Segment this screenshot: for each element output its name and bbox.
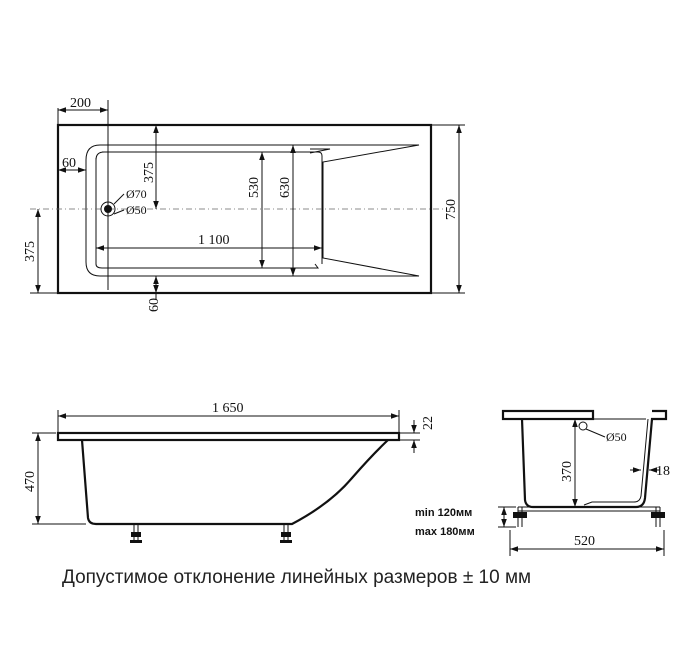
- dim-1650: 1 650: [212, 401, 244, 416]
- dim-60-bottom: 60: [147, 298, 162, 312]
- dim-520: 520: [574, 534, 595, 549]
- end-view: Ø50 370 18 min 120мм max 180мм 520: [415, 409, 670, 556]
- leg-height-max: max 180мм: [415, 526, 475, 538]
- dim-370: 370: [560, 461, 575, 482]
- top-view: 200 60 375 Ø70 Ø50 530 630 1 100 750 375…: [23, 96, 465, 312]
- top-view-basin-edge: [95, 151, 323, 264]
- dim-18: 18: [656, 464, 670, 479]
- end-view-frame: [513, 506, 665, 527]
- leg-height-min: min 120мм: [415, 507, 472, 519]
- dim-375-outer: 375: [23, 241, 38, 262]
- top-view-basin-outer: [85, 144, 420, 277]
- side-view-rim: [56, 431, 401, 442]
- dim-200: 200: [70, 96, 91, 111]
- end-view-rim: [501, 409, 595, 421]
- end-view-inner: [583, 418, 649, 506]
- dim-630: 630: [278, 177, 293, 198]
- side-view-body: [80, 439, 389, 526]
- side-view-legs: [130, 524, 292, 543]
- dim-1100: 1 100: [198, 233, 230, 248]
- tolerance-caption: Допустимое отклонение линейных размеров …: [62, 567, 531, 588]
- dim-d70: Ø70: [126, 187, 147, 201]
- dim-d50: Ø50: [126, 203, 147, 217]
- dim-750: 750: [444, 199, 459, 220]
- dim-60-left: 60: [62, 156, 76, 171]
- dim-530: 530: [247, 177, 262, 198]
- dim-22: 22: [421, 416, 436, 430]
- dim-375-inner: 375: [142, 162, 157, 183]
- end-view-drain-icon: [578, 421, 588, 431]
- dim-470: 470: [23, 471, 38, 492]
- side-view: 1 650 22 470: [23, 401, 436, 543]
- end-dim-d50: Ø50: [606, 430, 627, 444]
